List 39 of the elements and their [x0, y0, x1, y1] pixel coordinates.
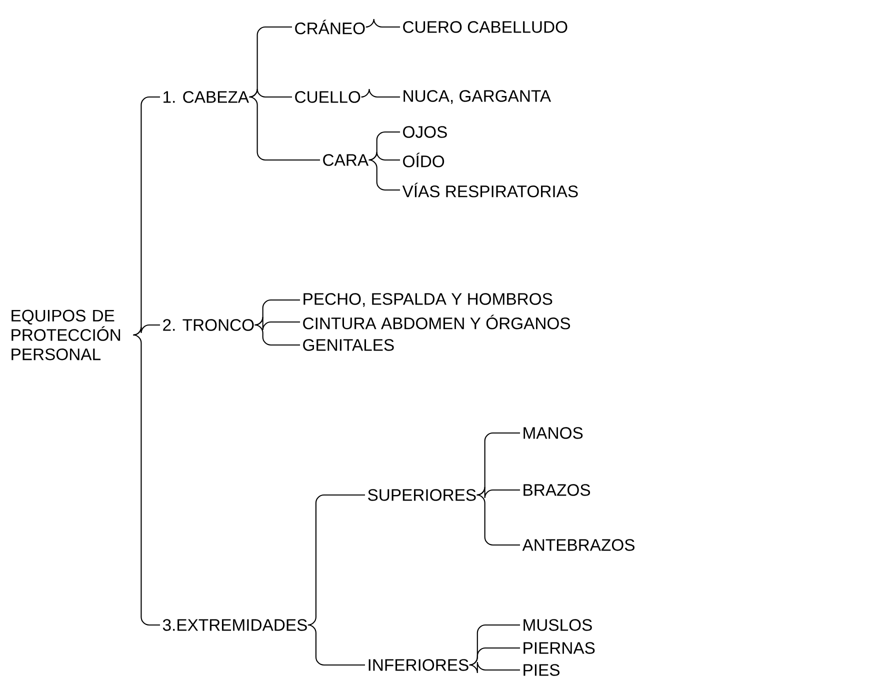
category-label: EQUIPOS DE PROTECCIÓN PERSONAL [12, 310, 120, 360]
category-label: 1. CABEZA [164, 91, 249, 103]
category-label: CARA [323, 154, 369, 166]
category-label: NUCA, GARGANTA [404, 90, 552, 104]
brace [476, 486, 520, 499]
brace [254, 324, 300, 346]
brace [360, 88, 400, 98]
brace [248, 96, 320, 161]
category-label: SUPERIORES [368, 489, 476, 501]
category-label: PIERNAS [524, 642, 595, 654]
category-label: CRÁNEO [295, 20, 365, 34]
category-label: MANOS [524, 427, 583, 439]
category-label: 3.EXTREMIDADES [162, 619, 307, 631]
brace [468, 647, 520, 666]
category-label: MUSLOS [524, 619, 592, 631]
brace [365, 18, 400, 28]
category-label: CINTURA ABDOMEN Y ÓRGANOS [303, 314, 570, 330]
brace [307, 624, 365, 666]
category-label: OÍDO [403, 152, 444, 168]
category-label: CUELLO [295, 91, 360, 103]
category-label: 2. TRONCO [163, 319, 254, 331]
brace [368, 159, 400, 191]
category-label: INFERIORES [368, 659, 468, 671]
category-label: CUERO CABELLUDO [403, 21, 568, 33]
category-label: PIES [524, 664, 560, 676]
category-label: PECHO, ESPALDA Y HOMBROS [304, 293, 552, 307]
category-label: GENITALES [303, 339, 394, 351]
brace [476, 494, 520, 546]
brace [307, 494, 365, 626]
category-label: BRAZOS [524, 484, 590, 496]
brace [468, 661, 520, 674]
brace [248, 88, 292, 98]
brace [254, 316, 300, 331]
brace [368, 151, 400, 161]
category-label: ANTEBRAZOS [522, 539, 634, 551]
category-label: OJOS [403, 126, 447, 138]
category-label: VÍAS RESPIRATORIAS [402, 182, 578, 198]
brace [132, 334, 160, 626]
brace [132, 324, 160, 336]
